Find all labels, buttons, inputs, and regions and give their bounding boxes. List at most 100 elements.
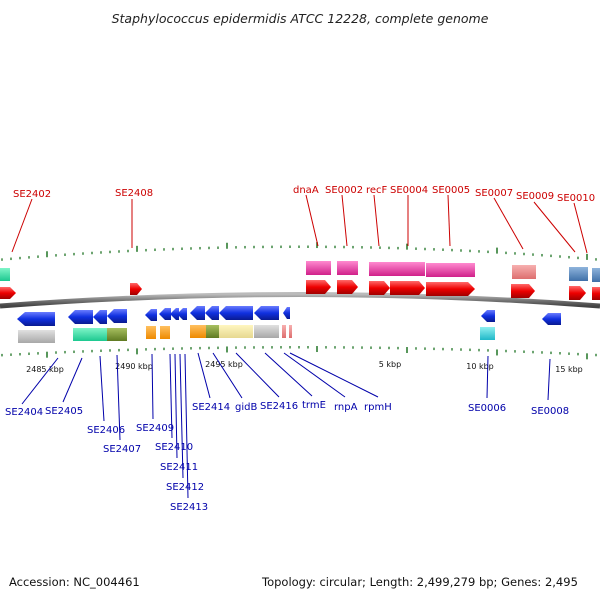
gene-feature-olive[interactable] [107,328,127,341]
gene-label-SE2414[interactable]: SE2414 [192,352,230,413]
gene-arrow-red[interactable] [592,287,600,300]
gene-label-SE0009[interactable]: SE0009 [516,191,576,253]
gene-label-gidB[interactable]: gidB [212,352,257,413]
svg-text:SE0008: SE0008 [531,406,569,417]
gene-feature-steel[interactable] [569,267,588,281]
gene-label-trmE[interactable]: trmE [264,352,326,411]
gene-label-SE0006[interactable]: SE0006 [468,355,506,414]
accession-text: Accession: NC_004461 [9,575,140,589]
gene-arrow-blue[interactable] [17,312,55,326]
svg-text:SE0004: SE0004 [390,185,428,196]
gene-label-SE2406[interactable]: SE2406 [87,355,125,436]
gene-label-SE2413[interactable]: SE2413 [170,353,208,513]
svg-text:SE2405: SE2405 [45,406,83,417]
gene-feature-magenta[interactable] [306,261,331,275]
scale-labels: 2485 kbp 2490 kbp 2495 kbp 5 kbp 10 kbp … [26,360,583,374]
gene-arrow-blue[interactable] [254,306,279,320]
gene-arrow-red[interactable] [511,284,535,298]
svg-text:SE0005: SE0005 [432,185,470,196]
gene-label-SE0008[interactable]: SE0008 [531,358,569,417]
gene-arrow-blue[interactable] [190,306,205,320]
gene-label-SE0004[interactable]: SE0004 [390,185,428,246]
gene-arrow-red[interactable] [390,281,425,295]
gene-label-recF[interactable]: recF [366,185,388,247]
gene-arrow-blue[interactable] [145,309,157,321]
gene-feature-steel[interactable] [592,268,600,282]
svg-text:dnaA: dnaA [293,185,319,196]
gene-arrow-red[interactable] [0,287,16,299]
gene-label-dnaA[interactable]: dnaA [293,185,319,247]
gene-arrow-red[interactable] [306,280,331,294]
svg-text:rpmH: rpmH [364,402,392,413]
top-gene-labels: SE2402 SE2408 dnaA SE0002 recF SE0004 SE… [11,185,595,254]
svg-text:recF: recF [366,185,388,196]
gene-label-SE2402[interactable]: SE2402 [11,189,51,253]
gene-feature-magenta[interactable] [337,261,358,275]
gene-feature-pink[interactable] [512,265,536,279]
gene-feature-magenta[interactable] [426,263,475,277]
gene-feature-pink[interactable] [282,325,286,338]
scale-label: 10 kbp [466,362,494,371]
svg-text:SE2408: SE2408 [115,188,153,199]
gene-feature-grey[interactable] [254,325,279,338]
gene-arrow-blue[interactable] [481,310,495,322]
svg-text:SE2404: SE2404 [5,407,43,418]
gene-label-SE2408[interactable]: SE2408 [115,188,153,248]
gene-label-SE2410[interactable]: SE2410 [155,353,193,453]
gene-label-SE0007[interactable]: SE0007 [475,188,524,250]
gene-arrow-blue[interactable] [107,309,127,323]
gene-label-SE0002[interactable]: SE0002 [325,185,363,247]
gene-feature-orange[interactable] [146,326,156,339]
gene-arrow-red[interactable] [337,280,358,294]
svg-text:SE2416: SE2416 [260,401,298,412]
gene-label-SE2407[interactable]: SE2407 [103,354,141,455]
gene-label-SE0010[interactable]: SE0010 [557,193,595,254]
gene-label-SE2404[interactable]: SE2404 [5,357,59,418]
scale-label: 5 kbp [379,360,401,369]
bottom-tick-row [1,346,597,360]
svg-text:SE0010: SE0010 [557,193,595,204]
svg-text:SE0007: SE0007 [475,188,513,199]
gene-label-rpmH[interactable]: rpmH [289,352,392,413]
gene-feature-pink[interactable] [289,325,292,338]
gene-feature-green[interactable] [0,268,10,281]
gene-feature-cream[interactable] [219,325,253,338]
genome-backbone [0,292,600,309]
svg-text:SE2411: SE2411 [160,462,198,473]
gene-feature-magenta[interactable] [369,262,389,276]
gene-feature-olive[interactable] [206,325,219,338]
gene-feature-grey[interactable] [18,330,55,343]
gene-arrow-red[interactable] [426,282,475,296]
gene-arrow-blue[interactable] [159,308,171,320]
gene-arrow-red[interactable] [130,283,142,295]
gene-feature-orange[interactable] [190,325,206,338]
gene-label-SE2405[interactable]: SE2405 [45,357,83,417]
gene-label-SE2412[interactable]: SE2412 [166,353,204,493]
forward-strand-genes [0,261,600,300]
gene-arrow-blue[interactable] [542,313,561,325]
gene-feature-green[interactable] [73,328,107,341]
gene-arrow-red[interactable] [369,281,390,295]
gene-label-SE0005[interactable]: SE0005 [432,185,470,247]
gene-feature-cyan[interactable] [480,327,495,340]
gene-arrow-blue[interactable] [93,310,107,324]
gene-arrow-blue[interactable] [68,310,93,324]
gene-label-SE2411[interactable]: SE2411 [160,353,198,473]
gene-arrow-blue[interactable] [205,306,219,320]
scale-label: 2490 kbp [115,362,153,371]
gene-arrow-red[interactable] [569,286,586,300]
gene-feature-orange[interactable] [160,326,170,339]
gene-arrow-blue[interactable] [219,306,253,320]
gene-label-SE2416[interactable]: SE2416 [235,352,298,412]
gene-feature-magenta[interactable] [389,262,425,276]
gene-arrow-blue[interactable] [177,308,187,320]
gene-arrow-blue[interactable] [170,308,179,320]
svg-text:SE0006: SE0006 [468,403,506,414]
reverse-strand-genes [17,306,561,343]
svg-text:SE2407: SE2407 [103,444,141,455]
gene-label-SE2409[interactable]: SE2409 [136,353,174,434]
svg-text:SE2412: SE2412 [166,482,204,493]
gene-arrow-blue[interactable] [283,307,290,319]
gene-label-rnpA[interactable]: rnpA [283,352,358,413]
